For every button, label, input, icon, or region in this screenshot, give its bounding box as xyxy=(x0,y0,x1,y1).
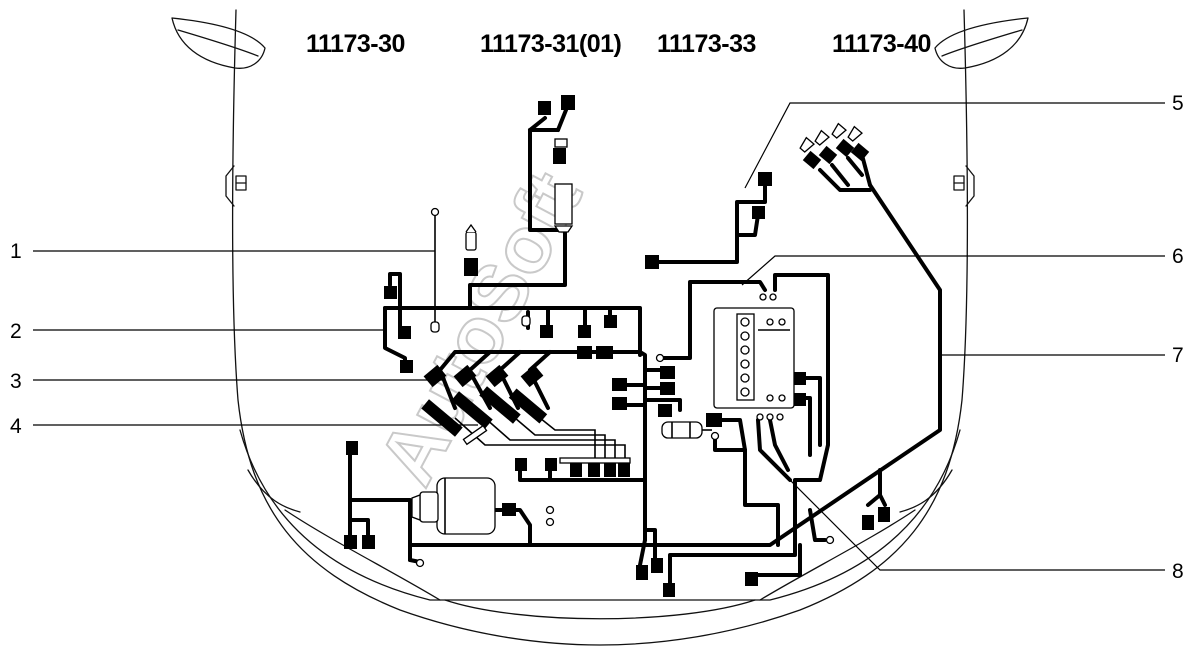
terminals xyxy=(415,122,863,568)
connectors xyxy=(344,95,890,597)
alternator xyxy=(411,477,496,535)
callout-2: 2 xyxy=(10,320,22,343)
leader-lines xyxy=(33,102,1165,571)
callout-3: 3 xyxy=(10,370,22,393)
harness-code-1: 11173-30 xyxy=(306,30,405,58)
harness-code-2: 11173-31(01) xyxy=(480,30,622,58)
harness-code-4: 11173-40 xyxy=(832,30,931,58)
callout-5: 5 xyxy=(1172,92,1184,115)
left-mirror xyxy=(171,17,266,69)
right-mirror xyxy=(934,17,1029,69)
right-door-handle xyxy=(953,165,975,207)
callout-4: 4 xyxy=(10,415,22,438)
left-door-handle xyxy=(225,165,247,207)
harness-code-3: 11173-33 xyxy=(657,30,756,58)
fuse-relay-box xyxy=(713,307,795,409)
callout-8: 8 xyxy=(1172,560,1184,583)
callout-6: 6 xyxy=(1172,245,1184,268)
callout-1: 1 xyxy=(10,240,22,263)
oxygen-sensor xyxy=(661,421,712,439)
callout-7: 7 xyxy=(1172,344,1184,367)
car-body-outline xyxy=(231,9,969,646)
